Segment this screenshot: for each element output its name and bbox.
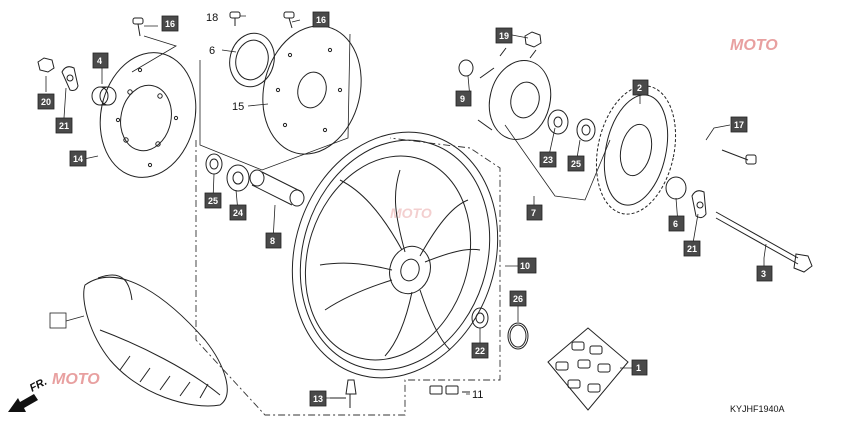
callout-25b: 25 — [204, 192, 222, 209]
callout-21a: 21 — [55, 117, 73, 134]
callout-9: 9 — [455, 90, 472, 107]
diagram-code: KYJHF1940A — [730, 404, 785, 414]
balance-weights-11 — [429, 385, 470, 395]
callout-25a: 25 — [567, 155, 585, 172]
callout-3: 3 — [756, 265, 773, 282]
callout-18: 18 — [206, 12, 218, 24]
o-ring-26 — [507, 322, 529, 350]
seal-25a — [205, 153, 223, 175]
callout-16b: 16 — [312, 11, 330, 28]
svg-text:16: 16 — [316, 15, 326, 25]
callout-21b: 21 — [683, 240, 701, 257]
watermark-top-right: MOTO — [730, 37, 778, 54]
bolt-16b — [283, 11, 295, 29]
callout-2: 2 — [632, 79, 649, 96]
svg-text:3: 3 — [761, 269, 766, 279]
callout-20: 20 — [37, 93, 55, 110]
bolt-18 — [229, 11, 241, 26]
watermark-center: MOTO — [390, 205, 432, 221]
callout-26: 26 — [509, 290, 527, 307]
svg-text:19: 19 — [499, 31, 509, 41]
sprocket-2 — [595, 85, 677, 215]
svg-text:22: 22 — [475, 346, 485, 356]
bearing-23 — [547, 109, 569, 135]
adjuster-plate-21a — [61, 66, 79, 91]
callout-6b: 6 — [668, 215, 685, 232]
svg-text:10: 10 — [520, 261, 530, 271]
final-driven-flange-9 — [477, 47, 552, 140]
rear-wheel-10 — [291, 131, 499, 379]
svg-text:23: 23 — [543, 155, 553, 165]
fastener-set-1 — [547, 327, 629, 411]
callout-15: 15 — [232, 101, 244, 113]
callout-6a: 6 — [209, 45, 215, 57]
callout-4: 4 — [92, 52, 109, 69]
collar-9-left — [458, 59, 474, 77]
seal-25b — [576, 118, 596, 142]
bearing-24 — [226, 164, 250, 192]
callout-14: 14 — [69, 150, 87, 167]
svg-text:1: 1 — [636, 363, 641, 373]
collar-6b — [665, 176, 687, 200]
callout-7: 7 — [526, 204, 543, 221]
svg-text:20: 20 — [41, 97, 51, 107]
callout-11: 11 — [472, 389, 483, 401]
svg-text:17: 17 — [734, 120, 744, 130]
svg-text:4: 4 — [97, 56, 102, 66]
watermark-bottom-left: MOTO — [52, 371, 100, 388]
callout-17: 17 — [730, 116, 748, 133]
fr-label: FR. — [28, 376, 49, 395]
svg-text:21: 21 — [687, 244, 697, 254]
callout-13: 13 — [309, 390, 327, 407]
axle-3 — [715, 211, 813, 273]
callout-10: 10 — [517, 257, 537, 274]
bolt-17 — [721, 149, 757, 165]
svg-text:25: 25 — [571, 159, 581, 169]
tire — [83, 274, 228, 407]
callout-24: 24 — [229, 204, 247, 221]
svg-text:8: 8 — [270, 236, 275, 246]
spacer-8 — [249, 169, 305, 207]
nut-20 — [37, 57, 55, 73]
callout-22: 22 — [471, 342, 489, 359]
svg-text:6: 6 — [673, 219, 678, 229]
callout-16a: 16 — [161, 15, 179, 32]
svg-text:16: 16 — [165, 19, 175, 29]
callout-1: 1 — [631, 359, 648, 376]
bolt-16a — [132, 17, 144, 37]
adjuster-plate-21b — [691, 190, 707, 219]
collar-4 — [91, 86, 117, 106]
pulser-ring-6a — [229, 32, 275, 88]
svg-text:7: 7 — [531, 208, 536, 218]
callout-19: 19 — [495, 27, 513, 44]
brake-disc-15 — [262, 25, 362, 155]
svg-text:21: 21 — [59, 121, 69, 131]
svg-text:13: 13 — [313, 394, 323, 404]
valve-13 — [330, 379, 357, 408]
svg-text:2: 2 — [637, 83, 642, 93]
svg-text:14: 14 — [73, 154, 83, 164]
front-direction-arrow: FR. — [8, 376, 49, 412]
svg-text:26: 26 — [513, 294, 523, 304]
svg-text:24: 24 — [233, 208, 243, 218]
nut-19 — [524, 31, 542, 48]
callout-tire-empty — [49, 312, 67, 329]
callout-23: 23 — [539, 151, 557, 168]
svg-text:25: 25 — [208, 196, 218, 206]
callout-8: 8 — [265, 232, 282, 249]
svg-text:9: 9 — [460, 94, 465, 104]
